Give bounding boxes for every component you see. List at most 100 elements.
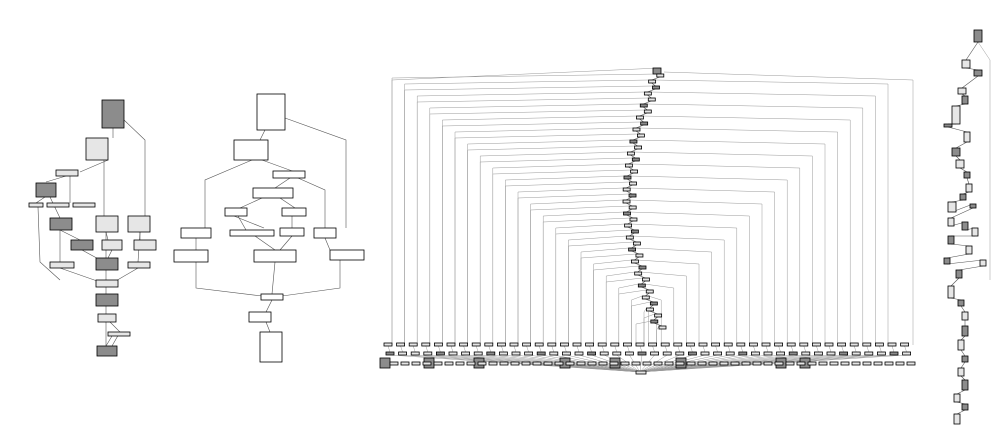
graph-3-case-top-4[interactable] — [433, 342, 443, 347]
graph-3-case-top-24[interactable] — [686, 342, 695, 347]
graph-3-case-mid-41[interactable] — [902, 351, 911, 356]
graph-3-case-mid-1[interactable] — [398, 351, 408, 356]
graph-3-case-mid-5[interactable] — [448, 351, 458, 356]
graph-4[interactable] — [943, 29, 991, 425]
graph-3-node-25[interactable] — [629, 217, 638, 222]
graph-1-node-r[interactable] — [97, 313, 117, 323]
graph-4-node-19[interactable] — [965, 245, 973, 255]
graph-3-case-low-830[interactable] — [829, 361, 839, 366]
graph-3-case-top-7[interactable] — [471, 342, 481, 347]
graph-3-case-mid-17[interactable] — [599, 351, 609, 356]
graph-3-case-top-11[interactable] — [522, 342, 531, 347]
graph-3-case-top-1[interactable] — [396, 342, 406, 347]
graph-3-case-mid-35[interactable] — [826, 351, 836, 356]
graph-2-node-k[interactable] — [253, 249, 297, 263]
graph-4-node-2[interactable] — [973, 69, 983, 77]
graph-3-case-low-533[interactable] — [532, 361, 542, 366]
graph-3-case-top-33[interactable] — [799, 342, 809, 347]
graph-3-case-top-30[interactable] — [761, 342, 771, 347]
graph-3-case-low-819[interactable] — [818, 361, 828, 366]
graph-4-node-32[interactable] — [961, 403, 969, 411]
graph-4-node-31[interactable] — [953, 393, 961, 403]
graph-3-case-low-808[interactable] — [807, 361, 817, 366]
graph-3-case-mid-19[interactable] — [625, 351, 634, 356]
graph-3-node-2[interactable] — [648, 79, 657, 84]
graph-3-case-low-687[interactable] — [686, 361, 696, 366]
graph-3-case-mid-13[interactable] — [549, 351, 559, 356]
graph-3-node-1[interactable] — [656, 73, 665, 78]
graph-3-node-22[interactable] — [622, 199, 631, 204]
graph-3-case-low-643[interactable] — [642, 361, 652, 366]
graph-3-node-40[interactable] — [646, 307, 654, 312]
graph-3-case-mid-26[interactable] — [713, 351, 722, 356]
graph-3[interactable] — [379, 67, 916, 375]
graph-3-case-low-797[interactable] — [796, 361, 806, 366]
graph-3-case-mid-9[interactable] — [498, 351, 508, 356]
graph-1-node-o[interactable] — [127, 261, 151, 269]
graph-3-case-low-676[interactable] — [675, 361, 685, 366]
graph-3-node-14[interactable] — [626, 151, 635, 156]
graph-3-node-27[interactable] — [630, 229, 639, 234]
graph-4-node-9[interactable] — [955, 159, 965, 169]
graph-3-case-top-12[interactable] — [534, 342, 544, 347]
graph-3-case-low-566[interactable] — [565, 361, 575, 366]
graph-3-case-mid-3[interactable] — [423, 351, 433, 356]
graph-3-case-top-3[interactable] — [421, 342, 431, 347]
graph-1-node-exit[interactable] — [96, 345, 118, 357]
graph-3-node-4[interactable] — [643, 91, 652, 96]
graph-3-case-low-544[interactable] — [543, 361, 553, 366]
graph-3-case-top-20[interactable] — [635, 342, 645, 347]
graph-3-case-low-731[interactable] — [730, 361, 740, 366]
graph-3-node-6[interactable] — [639, 103, 648, 108]
graph-3-case-low-874[interactable] — [873, 361, 883, 366]
graph-3-case-top-35[interactable] — [824, 342, 834, 347]
graph-4-node-27[interactable] — [957, 339, 965, 351]
graph-3-case-top-25[interactable] — [698, 342, 708, 347]
graph-3-case-top-6[interactable] — [459, 342, 469, 347]
graph-1-node-l[interactable] — [133, 239, 157, 251]
graph-2-node-entry[interactable] — [256, 93, 286, 131]
graph-1-node-f[interactable] — [72, 202, 96, 208]
graph-3-node-37[interactable] — [645, 289, 654, 294]
graph-3-case-top-18[interactable] — [610, 342, 620, 347]
graph-3-node-42[interactable] — [650, 319, 659, 324]
graph-3-node-13[interactable] — [634, 145, 643, 150]
graph-3-case-mid-39[interactable] — [877, 351, 886, 356]
graph-3-node-18[interactable] — [623, 175, 632, 180]
graph-3-case-mid-21[interactable] — [650, 351, 659, 356]
graph-3-node-35[interactable] — [642, 277, 650, 282]
graph-3-case-low-423[interactable] — [422, 361, 432, 366]
graph-4-node-23[interactable] — [947, 285, 955, 299]
graph-4-node-17[interactable] — [971, 227, 979, 237]
graph-3-node-21[interactable] — [628, 193, 637, 198]
graph-3-case-low-434[interactable] — [433, 361, 443, 366]
graph-3-node-33[interactable] — [638, 265, 647, 270]
graph-3-case-low-863[interactable] — [862, 361, 872, 366]
graph-3-case-top-22[interactable] — [660, 342, 670, 347]
graph-3-case-top-28[interactable] — [736, 342, 746, 347]
graph-3-node-29[interactable] — [632, 241, 641, 246]
graph-3-case-mid-23[interactable] — [675, 351, 685, 356]
graph-3-case-low-654[interactable] — [653, 361, 663, 366]
graph-3-case-mid-22[interactable] — [662, 351, 672, 356]
graph-3-case-top-15[interactable] — [572, 342, 582, 347]
graph-3-case-mid-11[interactable] — [524, 351, 533, 356]
graph-3-node-exit[interactable] — [635, 370, 647, 375]
graph-3-case-top-13[interactable] — [547, 342, 557, 347]
graph-1-node-b[interactable] — [55, 169, 79, 177]
graph-1-node-a[interactable] — [85, 137, 109, 161]
graph-3-case-top-27[interactable] — [723, 342, 733, 347]
graph-3-node-15[interactable] — [631, 157, 640, 162]
graph-3-node-8[interactable] — [636, 115, 644, 120]
graph-3-case-low-588[interactable] — [587, 361, 597, 366]
graph-3-case-mid-38[interactable] — [864, 351, 874, 356]
graph-2[interactable] — [173, 93, 365, 363]
graph-4-node-10[interactable] — [963, 171, 971, 179]
graph-3-case-low-665[interactable] — [664, 361, 674, 366]
graph-3-node-19[interactable] — [629, 181, 637, 186]
graph-3-case-mid-4[interactable] — [435, 351, 445, 356]
graph-2-node-h[interactable] — [279, 227, 305, 237]
graph-4-node-8[interactable] — [951, 147, 961, 157]
graph-4-node-24[interactable] — [957, 299, 965, 307]
graph-3-case-top-36[interactable] — [837, 342, 846, 347]
